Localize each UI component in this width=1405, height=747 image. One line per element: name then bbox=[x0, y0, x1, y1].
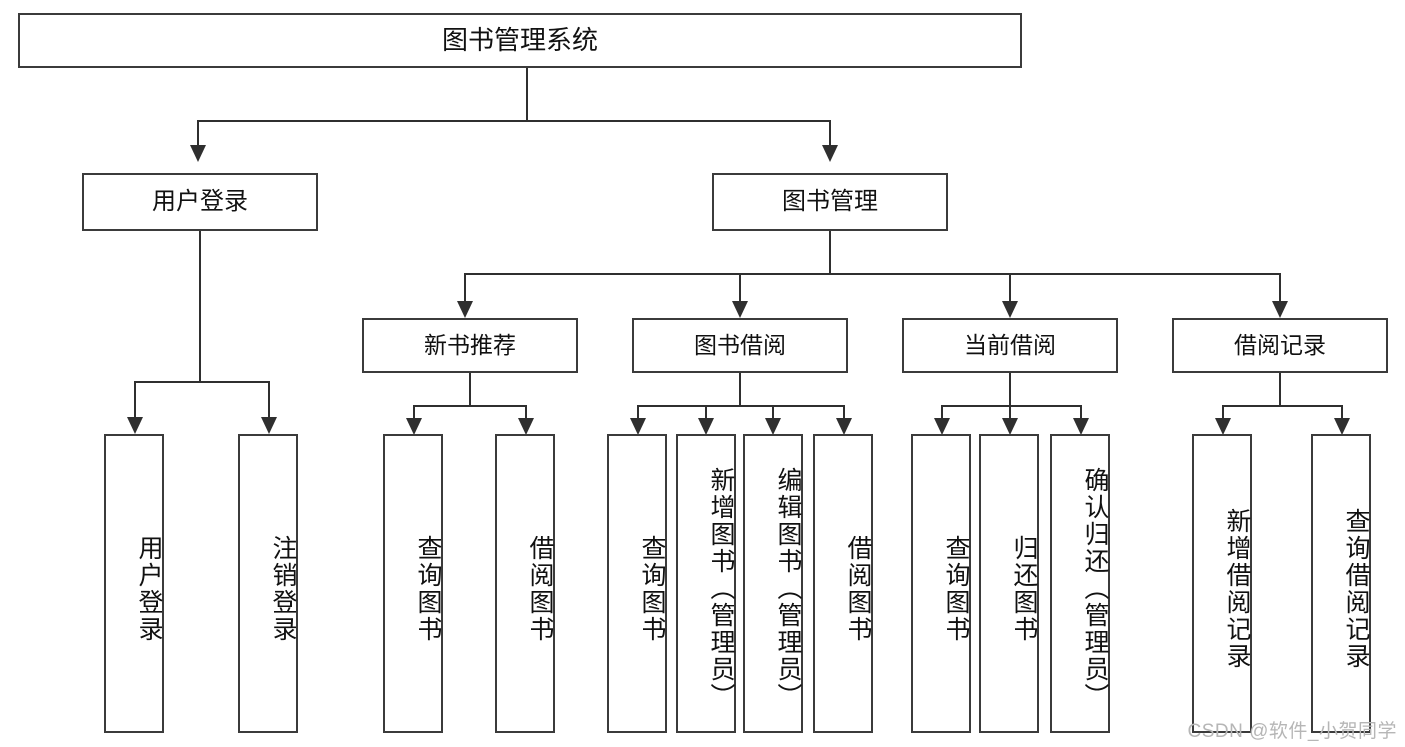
node-book-management[interactable]: 图书管理 bbox=[712, 173, 948, 231]
edge-borrow-bus bbox=[637, 405, 843, 408]
edge-login-to-leaf1 bbox=[134, 381, 137, 417]
node-label: 图书管理 bbox=[782, 188, 878, 215]
node-label: 查询图书 bbox=[638, 534, 666, 643]
edge-recommend-bus bbox=[413, 405, 525, 408]
edge-bookmgmt-to-new bbox=[464, 273, 467, 301]
leaf-query-book-borrow[interactable]: 查询图书 bbox=[607, 434, 667, 733]
node-label: 当前借阅 bbox=[964, 332, 1056, 359]
arrowhead-record-to-leaf1 bbox=[1215, 418, 1231, 435]
arrowhead-current-to-leaf3 bbox=[1073, 418, 1089, 435]
leaf-user-login[interactable]: 用户登录 bbox=[104, 434, 164, 733]
node-label: 新书推荐 bbox=[424, 332, 516, 359]
leaf-add-borrow-record[interactable]: 新增借阅记录 bbox=[1192, 434, 1252, 733]
edge-record-stem bbox=[1279, 373, 1282, 405]
edge-root-to-bookmgmt bbox=[829, 120, 832, 145]
arrowhead-recommend-to-leaf2 bbox=[518, 418, 534, 435]
node-label: 用户登录 bbox=[135, 534, 163, 643]
leaf-query-book-recommend[interactable]: 查询图书 bbox=[383, 434, 443, 733]
node-label: 查询图书 bbox=[414, 534, 442, 643]
edge-login-bus bbox=[134, 381, 268, 384]
edge-current-to-leaf3 bbox=[1080, 405, 1083, 418]
arrowhead-current-to-leaf1 bbox=[934, 418, 950, 435]
leaf-edit-book-admin[interactable]: 编辑图书（管理员） bbox=[743, 434, 803, 733]
node-label: 借阅图书 bbox=[844, 534, 872, 643]
edge-borrow-to-leaf4 bbox=[843, 405, 846, 418]
arrowhead-login-to-leaf1 bbox=[127, 417, 143, 434]
edge-record-bus bbox=[1222, 405, 1341, 408]
node-label: 借阅图书 bbox=[526, 534, 554, 643]
arrowhead-bookmgmt-to-new bbox=[457, 301, 473, 318]
arrowhead-bookmgmt-to-current bbox=[1002, 301, 1018, 318]
node-label: 图书借阅 bbox=[694, 332, 786, 359]
leaf-borrow-book-recommend[interactable]: 借阅图书 bbox=[495, 434, 555, 733]
node-new-book-recommend[interactable]: 新书推荐 bbox=[362, 318, 578, 373]
edge-recommend-stem bbox=[469, 373, 472, 405]
leaf-borrow-book[interactable]: 借阅图书 bbox=[813, 434, 873, 733]
node-label: 编辑图书（管理员） bbox=[774, 467, 802, 710]
edge-root-bus bbox=[197, 120, 830, 123]
edge-bookmgmt-bus bbox=[464, 273, 1280, 276]
node-label: 借阅记录 bbox=[1234, 332, 1326, 359]
edge-bookmgmt-to-current bbox=[1009, 273, 1012, 301]
arrowhead-bookmgmt-to-record bbox=[1272, 301, 1288, 318]
node-root-system[interactable]: 图书管理系统 bbox=[18, 13, 1022, 68]
edge-record-to-leaf2 bbox=[1341, 405, 1344, 418]
leaf-confirm-return-admin[interactable]: 确认归还（管理员） bbox=[1050, 434, 1110, 733]
edge-current-stem bbox=[1009, 373, 1012, 405]
node-book-borrow[interactable]: 图书借阅 bbox=[632, 318, 848, 373]
arrowhead-recommend-to-leaf1 bbox=[406, 418, 422, 435]
node-user-login[interactable]: 用户登录 bbox=[82, 173, 318, 231]
leaf-query-borrow-record[interactable]: 查询借阅记录 bbox=[1311, 434, 1371, 733]
arrowhead-borrow-to-leaf1 bbox=[630, 418, 646, 435]
node-label: 确认归还（管理员） bbox=[1081, 467, 1109, 710]
arrowhead-borrow-to-leaf4 bbox=[836, 418, 852, 435]
node-label: 图书管理系统 bbox=[441, 25, 598, 56]
leaf-add-book-admin[interactable]: 新增图书（管理员） bbox=[676, 434, 736, 733]
arrowhead-root-to-bookmgmt bbox=[822, 145, 838, 162]
node-label: 归还图书 bbox=[1010, 534, 1038, 643]
arrowhead-borrow-to-leaf3 bbox=[765, 418, 781, 435]
edge-recommend-to-leaf2 bbox=[525, 405, 528, 418]
node-label: 新增图书（管理员） bbox=[707, 467, 735, 710]
node-label: 查询借阅记录 bbox=[1342, 507, 1370, 670]
edge-bookmgmt-stem bbox=[829, 231, 832, 273]
edge-bookmgmt-to-borrow bbox=[739, 273, 742, 301]
edge-borrow-stem bbox=[739, 373, 742, 405]
node-current-borrow[interactable]: 当前借阅 bbox=[902, 318, 1118, 373]
edge-borrow-to-leaf2 bbox=[705, 405, 708, 418]
edge-record-to-leaf1 bbox=[1222, 405, 1225, 418]
edge-login-stem bbox=[199, 231, 202, 381]
arrowhead-current-to-leaf2 bbox=[1002, 418, 1018, 435]
edge-current-to-leaf1 bbox=[941, 405, 944, 418]
edge-borrow-to-leaf3 bbox=[772, 405, 775, 418]
node-label: 查询图书 bbox=[942, 534, 970, 643]
edge-recommend-to-leaf1 bbox=[413, 405, 416, 418]
edge-login-to-leaf2 bbox=[268, 381, 271, 417]
edge-current-to-leaf2 bbox=[1009, 405, 1012, 418]
node-label: 用户登录 bbox=[152, 188, 248, 215]
node-label: 注销登录 bbox=[269, 534, 297, 643]
arrowhead-root-to-login bbox=[190, 145, 206, 162]
leaf-logout[interactable]: 注销登录 bbox=[238, 434, 298, 733]
arrowhead-borrow-to-leaf2 bbox=[698, 418, 714, 435]
edge-bookmgmt-to-record bbox=[1279, 273, 1282, 301]
node-borrow-record[interactable]: 借阅记录 bbox=[1172, 318, 1388, 373]
node-label: 新增借阅记录 bbox=[1223, 507, 1251, 670]
edge-borrow-to-leaf1 bbox=[637, 405, 640, 418]
arrowhead-bookmgmt-to-borrow bbox=[732, 301, 748, 318]
edge-root-to-login bbox=[197, 120, 200, 145]
arrowhead-record-to-leaf2 bbox=[1334, 418, 1350, 435]
arrowhead-login-to-leaf2 bbox=[261, 417, 277, 434]
leaf-query-book-current[interactable]: 查询图书 bbox=[911, 434, 971, 733]
edge-root-stem bbox=[526, 68, 529, 120]
leaf-return-book[interactable]: 归还图书 bbox=[979, 434, 1039, 733]
